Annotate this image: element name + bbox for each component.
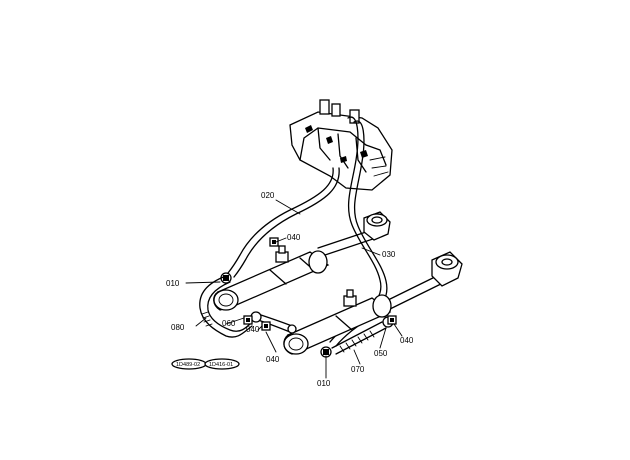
hose-080 — [199, 275, 253, 338]
lower-cylinder — [283, 251, 463, 358]
label-060: 060 — [222, 319, 236, 328]
reference-tag-2-label: 1D416-01 — [209, 362, 233, 368]
reference-tag-2 — [204, 358, 240, 370]
label-040-mid: 040 — [246, 325, 260, 334]
label-030: 030 — [382, 250, 396, 259]
label-020: 020 — [261, 191, 275, 200]
leader-lines — [185, 199, 403, 379]
label-050: 050 — [374, 349, 388, 358]
hose-020 — [227, 167, 340, 278]
label-070: 070 — [351, 365, 365, 374]
reference-tags: 1D489-02 1D416-01 — [171, 358, 240, 370]
label-010-left: 010 — [166, 279, 180, 288]
reference-tag-1-label: 1D489-02 — [176, 362, 200, 368]
upper-cylinder — [213, 211, 391, 311]
part-labels: 020 030 040 010 080 060 040 040 010 070 … — [166, 191, 414, 388]
hose-060 — [250, 311, 297, 334]
label-080: 080 — [171, 323, 185, 332]
label-010-bottom: 010 — [317, 379, 331, 388]
label-040-top: 040 — [287, 233, 301, 242]
control-valve — [289, 99, 393, 191]
label-040-low: 040 — [266, 355, 280, 364]
fittings-040 — [243, 237, 397, 331]
label-040-right: 040 — [400, 336, 414, 345]
